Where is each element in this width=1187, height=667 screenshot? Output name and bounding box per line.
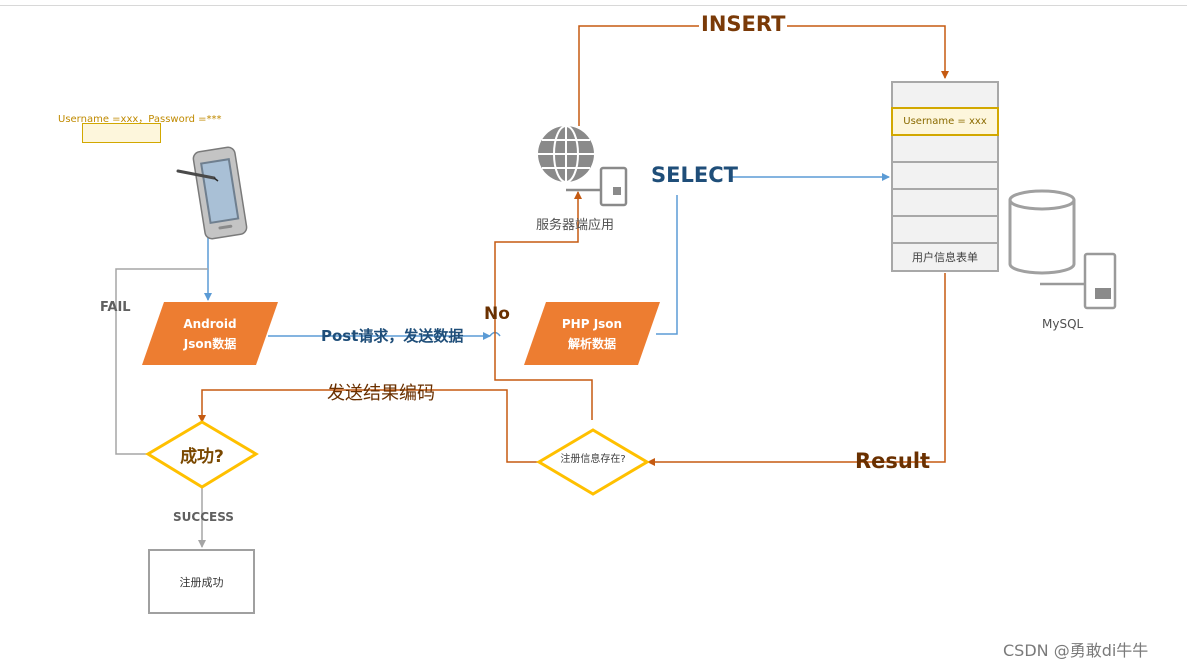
send-result-label: 发送结果编码	[327, 383, 435, 404]
register-success-box: 注册成功	[148, 549, 255, 614]
no-label: No	[484, 304, 510, 324]
table-name-row: 用户信息表单	[891, 242, 999, 272]
fail-label: FAIL	[100, 300, 131, 315]
table-row	[891, 134, 999, 163]
table-highlight-text: Username = xxx	[903, 116, 987, 127]
server-tower-icon	[566, 166, 628, 207]
android-json-shape	[142, 302, 278, 365]
credentials-input-box	[82, 123, 161, 143]
table-row	[891, 215, 999, 244]
no-branch-connector	[494, 191, 593, 420]
fail-connector	[115, 268, 208, 455]
php-json-text: PHP Json 解析数据	[561, 317, 623, 351]
watermark: CSDN @勇敢di牛牛	[1003, 641, 1149, 660]
select-label: SELECT	[651, 163, 738, 187]
table-row-highlight: Username = xxx	[891, 107, 999, 136]
exists-question: 注册信息存在?	[560, 454, 626, 465]
phone-icon	[176, 146, 248, 240]
database-icon	[1008, 189, 1076, 275]
result-connector	[647, 273, 946, 466]
android-json-text: Android Json数据	[183, 317, 237, 351]
send-result-connector	[198, 389, 540, 463]
top-divider	[0, 0, 1187, 6]
table-row	[891, 161, 999, 190]
register-success-text: 注册成功	[179, 575, 224, 589]
exists-decision-shape	[536, 428, 650, 496]
table-row	[891, 81, 999, 109]
user-info-table: Username = xxx 用户信息表单	[891, 81, 999, 272]
success-question: 成功?	[180, 446, 224, 467]
select-connector	[656, 195, 678, 335]
success-decision-shape	[145, 420, 259, 489]
table-name-text: 用户信息表单	[912, 251, 978, 264]
server-app-label: 服务器端应用	[536, 218, 615, 233]
mysql-label: MySQL	[1042, 317, 1084, 331]
input-caption: Username =xxx，Password =***	[58, 114, 222, 125]
post-request-label: Post请求，发送数据	[321, 327, 464, 345]
mysql-server-icon	[1040, 252, 1117, 310]
php-json-shape	[524, 302, 660, 365]
android-json-label: Android Json数据	[150, 306, 270, 362]
table-row	[891, 188, 999, 217]
php-json-label: PHP Json 解析数据	[532, 306, 652, 362]
globe-icon	[538, 125, 594, 183]
insert-label: INSERT	[699, 12, 788, 36]
result-label: Result	[855, 449, 931, 473]
success-label: SUCCESS	[173, 510, 234, 524]
